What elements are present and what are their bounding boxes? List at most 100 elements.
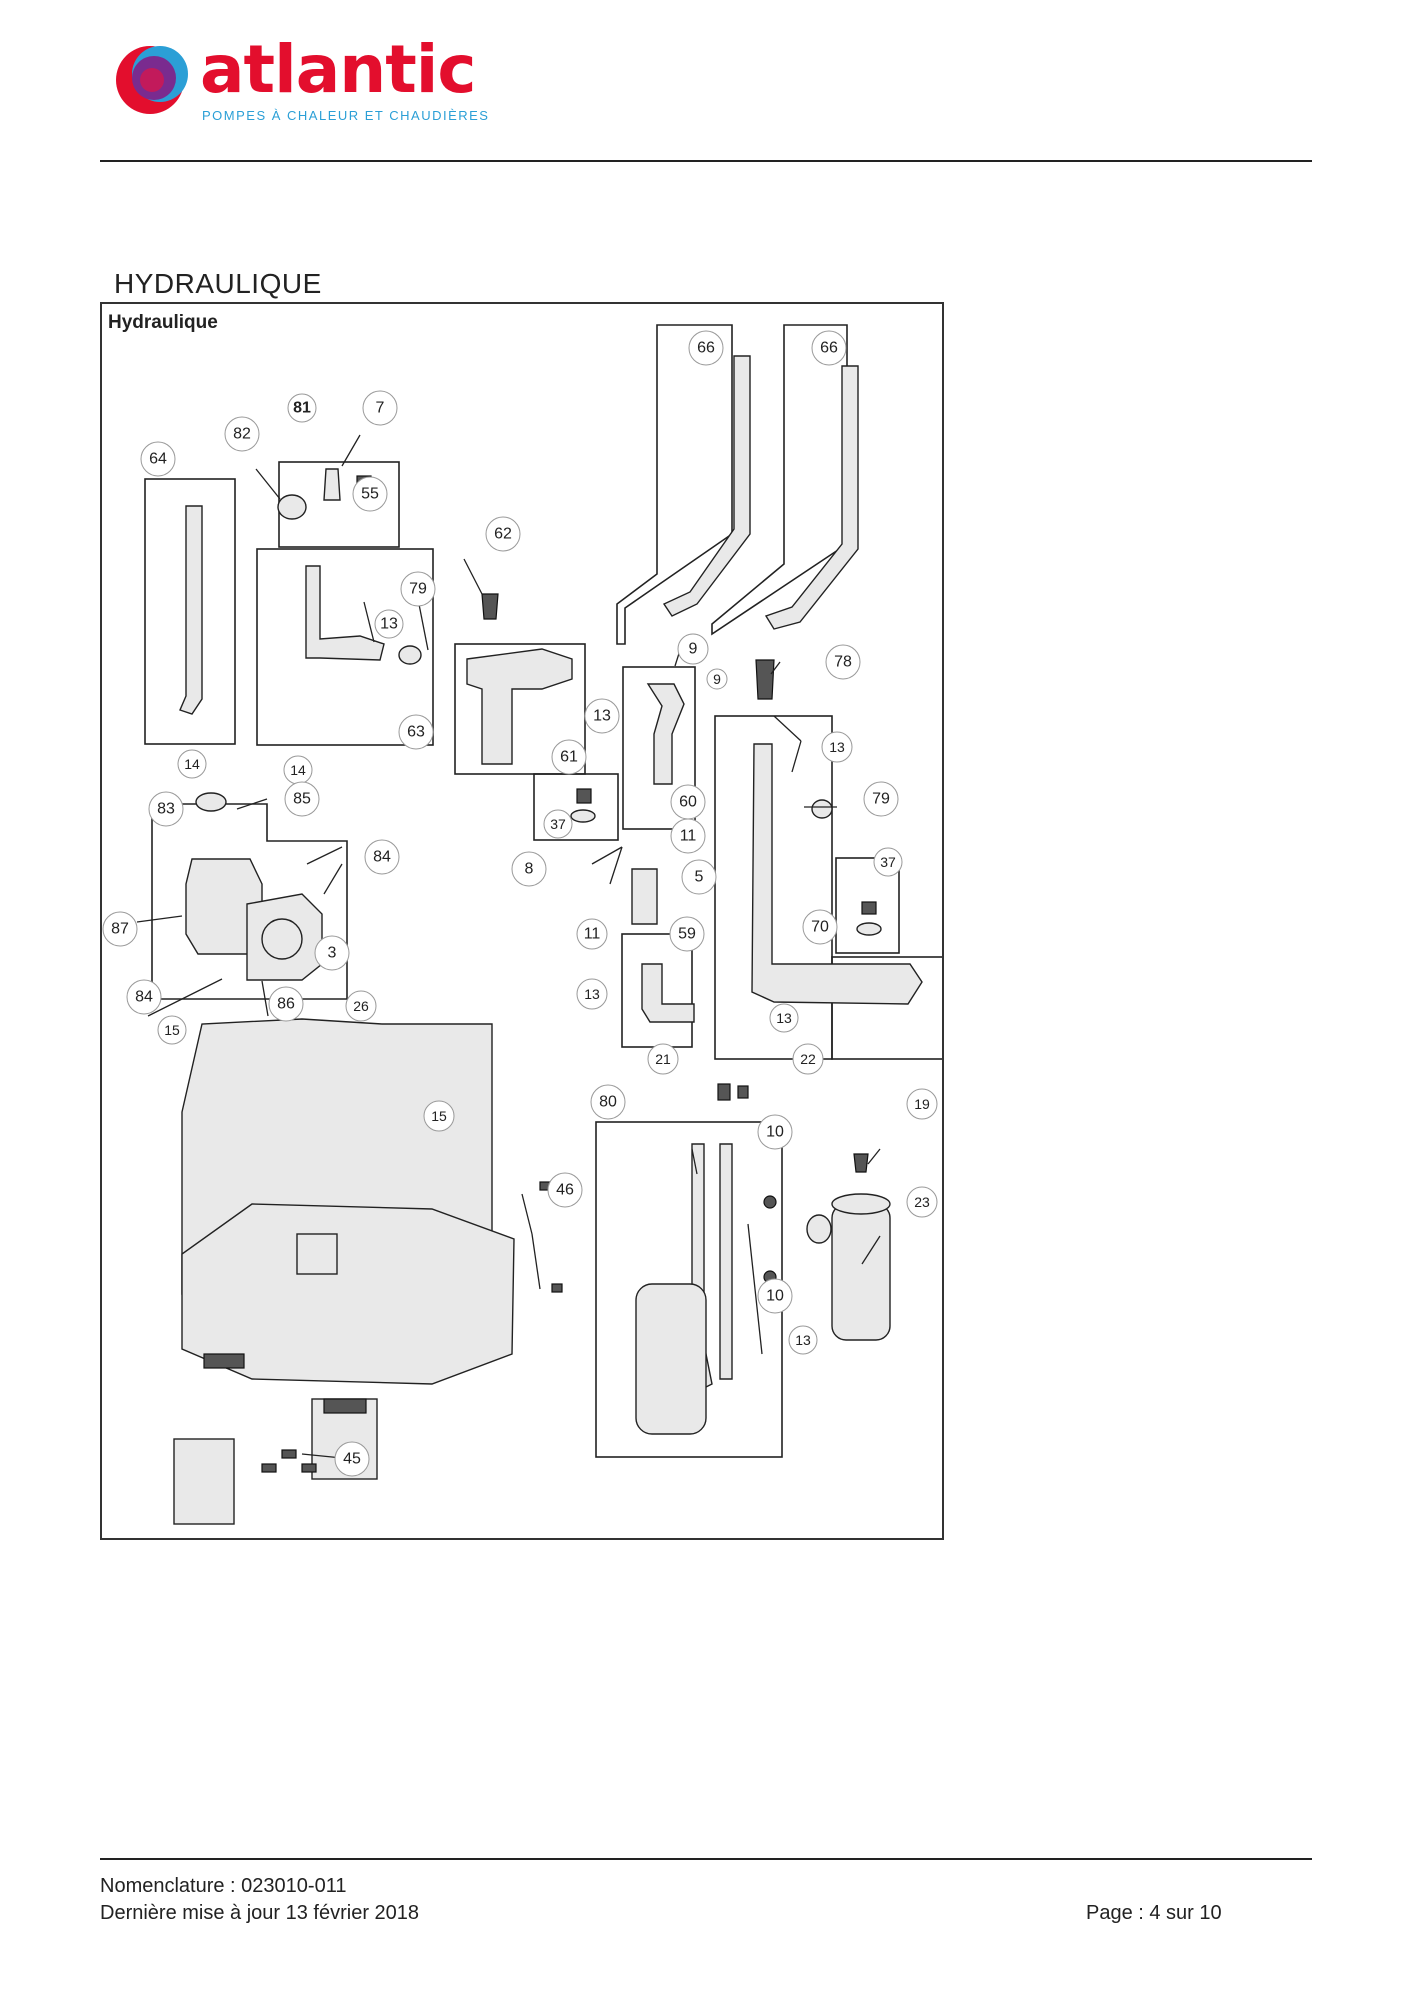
callout-number: 10 — [766, 1124, 784, 1141]
callout-number: 63 — [407, 724, 425, 741]
callout-number: 14 — [290, 762, 306, 778]
callout-part-83: 83 — [148, 791, 184, 827]
callout-bubble — [126, 979, 162, 1015]
callout-number: 79 — [409, 581, 427, 598]
callout-part-21: 21 — [647, 1043, 679, 1075]
callout-bubble — [802, 909, 838, 945]
callout-number: 13 — [584, 986, 600, 1002]
callout-number: 13 — [829, 739, 845, 755]
callout-number: 7 — [376, 400, 385, 417]
callout-part-81: 81 — [287, 393, 317, 423]
callout-bubble — [140, 441, 176, 477]
callout-number: 82 — [233, 426, 251, 443]
footer-divider — [100, 1858, 1312, 1860]
section-title: HYDRAULIQUE — [114, 268, 322, 299]
callout-bubble — [485, 516, 521, 552]
callout-bubble — [906, 1088, 938, 1120]
footer-update-date: Dernière mise à jour 13 février 2018 — [100, 1902, 420, 1924]
callout-bubble — [906, 1186, 938, 1218]
callout-bubble — [863, 781, 899, 817]
callout-number: 83 — [157, 801, 175, 818]
callout-number: 15 — [431, 1108, 447, 1124]
callout-part-78: 78 — [825, 644, 861, 680]
callout-bubble — [268, 986, 304, 1022]
callout-bubble — [788, 1325, 818, 1355]
callout-part-64: 64 — [140, 441, 176, 477]
callout-bubble — [287, 393, 317, 423]
callout-number: 11 — [680, 828, 697, 845]
callout-number: 37 — [880, 854, 896, 870]
brand-tagline: POMPES À CHALEUR ET CHAUDIÈRES — [202, 108, 490, 123]
callout-number: 78 — [834, 654, 852, 671]
callout-bubble — [511, 851, 547, 887]
callout-bubble — [825, 644, 861, 680]
callout-bubble — [157, 1015, 187, 1045]
callout-bubble — [224, 416, 260, 452]
callout-part-9: 9 — [706, 668, 728, 690]
callout-part-7: 7 — [362, 390, 398, 426]
callout-part-10: 10 — [757, 1278, 793, 1314]
callout-part-13: 13 — [576, 978, 608, 1010]
callout-part-13: 13 — [821, 731, 853, 763]
callout-number: 81 — [293, 400, 311, 417]
callout-part-59: 59 — [669, 916, 705, 952]
callout-number: 5 — [695, 869, 704, 886]
callout-number: 13 — [380, 616, 398, 633]
callout-part-22: 22 — [792, 1043, 824, 1075]
callout-part-11: 11 — [670, 818, 706, 854]
callout-bubble — [284, 781, 320, 817]
callout-number: 86 — [277, 996, 295, 1013]
callout-part-82: 82 — [224, 416, 260, 452]
footer-page-number: Page : 4 sur 10 — [1086, 1902, 1222, 1924]
callout-bubble — [400, 571, 436, 607]
atlantic-logo-icon — [116, 46, 188, 114]
diagram-label: Hydraulique — [108, 312, 218, 333]
callout-number: 79 — [872, 791, 890, 808]
callout-number: 19 — [914, 1096, 930, 1112]
callout-number: 61 — [560, 749, 578, 766]
hydraulic-exploded-diagram: Hydraulique — [100, 302, 944, 1540]
callout-part-8: 8 — [511, 851, 547, 887]
callout-number: 70 — [811, 919, 829, 936]
callout-bubble — [688, 330, 724, 366]
callout-part-79: 79 — [863, 781, 899, 817]
callout-bubble — [547, 1172, 583, 1208]
callout-number: 45 — [343, 1451, 361, 1468]
callout-bubble — [352, 476, 388, 512]
callout-bubble — [576, 978, 608, 1010]
callout-part-5: 5 — [681, 859, 717, 895]
callout-part-46: 46 — [547, 1172, 583, 1208]
callout-number: 84 — [135, 989, 153, 1006]
callout-bubble — [821, 731, 853, 763]
callout-number: 85 — [293, 791, 311, 808]
callout-part-13: 13 — [769, 1003, 799, 1033]
callout-number: 55 — [361, 486, 379, 503]
callout-bubble — [423, 1100, 455, 1132]
brand-name: atlantic — [200, 31, 477, 108]
callout-bubble — [374, 609, 404, 639]
callout-bubble — [677, 633, 709, 665]
callout-number: 13 — [776, 1010, 792, 1026]
callout-part-11: 11 — [576, 918, 608, 950]
callout-part-23: 23 — [906, 1186, 938, 1218]
callout-part-80: 80 — [590, 1084, 626, 1120]
callout-number: 60 — [679, 794, 697, 811]
callout-part-13: 13 — [788, 1325, 818, 1355]
callout-number: 62 — [494, 526, 512, 543]
diagram-drawing: 6666817826455627913978913636114141385833… — [102, 324, 942, 1525]
callout-bubble — [314, 935, 350, 971]
callout-bubble — [148, 791, 184, 827]
callout-bubble — [345, 990, 377, 1022]
callout-bubble — [334, 1441, 370, 1477]
callout-part-10: 10 — [757, 1114, 793, 1150]
callout-number: 13 — [795, 1332, 811, 1348]
callout-number: 37 — [550, 816, 566, 832]
callout-bubble — [811, 330, 847, 366]
callout-part-13: 13 — [584, 698, 620, 734]
callout-bubble — [551, 739, 587, 775]
callout-part-19: 19 — [906, 1088, 938, 1120]
callout-part-86: 86 — [268, 986, 304, 1022]
callout-number: 15 — [164, 1022, 180, 1038]
callout-bubble — [669, 916, 705, 952]
